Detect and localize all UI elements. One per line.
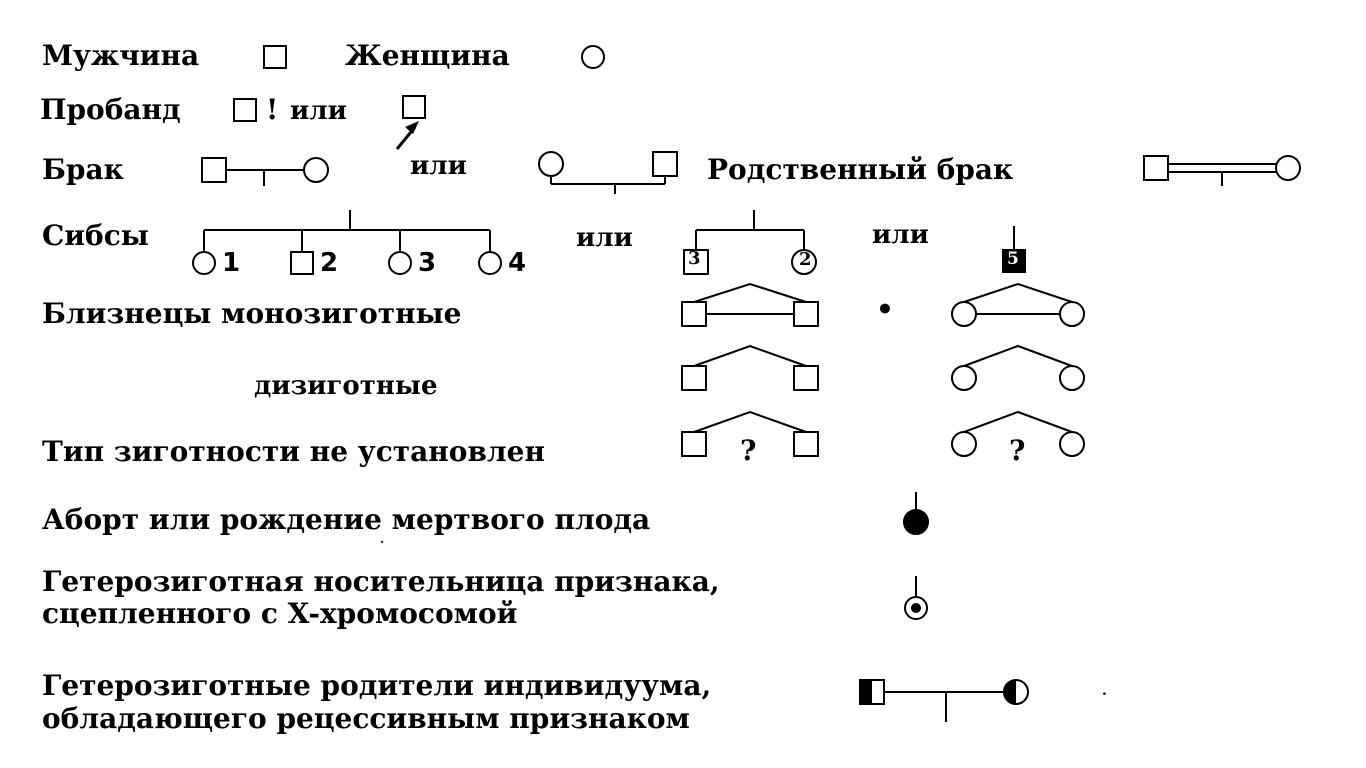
marriage-alt-symbol	[535, 148, 690, 196]
heterozygous-parents-symbol	[856, 674, 1036, 730]
twins-unknown-male-question: ?	[740, 434, 757, 467]
male-square-icon	[262, 44, 288, 70]
sib-number-2: 2	[320, 248, 339, 278]
sibs-unknown-sex-symbol	[1000, 224, 1030, 276]
proband-arrow-square-icon	[393, 94, 433, 152]
sib-number-4: 4	[508, 248, 527, 278]
twins-mono-label: Близнецы монозиготные	[42, 297, 462, 330]
marriage-symbol	[200, 150, 330, 190]
sib-number-3: 3	[418, 248, 437, 278]
consanguineous-marriage-symbol	[1142, 150, 1302, 190]
sibs-grouped-symbol	[680, 208, 830, 278]
abortion-label: Аборт или рождение мертвого плода	[42, 503, 651, 536]
bullet-dot: •	[876, 293, 894, 326]
carrier-dotted-circle-icon	[902, 574, 932, 626]
parents-label-line1: Гетерозиготные родители индивидуума,	[42, 669, 712, 702]
sibs-grouped-male-count: 3	[688, 248, 701, 269]
proband-label: Пробанд	[40, 93, 181, 126]
stray-dot-2: .	[1102, 683, 1107, 699]
female-label: Женщина	[345, 39, 510, 72]
sibs-grouped-female-count: 2	[799, 249, 812, 270]
twins-mono-female-symbol	[940, 280, 1100, 330]
proband-mark: !	[266, 93, 279, 126]
twins-di-female-symbol	[940, 342, 1100, 394]
twins-mono-male-symbol	[672, 280, 832, 330]
twins-unknown-label: Тип зиготности не установлен	[42, 435, 545, 468]
stray-dot: ·	[380, 535, 385, 549]
twins-di-male-symbol	[672, 342, 832, 394]
proband-or-label: или	[290, 96, 347, 126]
female-circle-icon	[580, 44, 606, 70]
sibs-or-label-2: или	[872, 220, 929, 250]
carrier-label-line1: Гетерозиготная носительница признака,	[42, 565, 720, 598]
parents-label-line2: обладающего рецессивным признаком	[42, 702, 690, 735]
marriage-label: Брак	[42, 153, 124, 186]
twins-unknown-female-symbol	[940, 408, 1100, 460]
consanguineous-label: Родственный брак	[707, 153, 1014, 186]
sib-number-1: 1	[222, 248, 241, 278]
twins-unknown-male-symbol	[672, 408, 832, 460]
sibs-label: Сибсы	[42, 219, 149, 252]
proband-square-icon	[232, 97, 258, 123]
male-label: Мужчина	[42, 39, 200, 72]
sibs-unknown-count: 5	[1007, 249, 1019, 269]
twins-di-label: дизиготные	[254, 371, 438, 401]
sibs-or-label-1: или	[576, 223, 633, 253]
sibship-line-symbol	[190, 208, 510, 278]
abortion-filled-circle-icon	[900, 490, 932, 540]
marriage-or-label: или	[410, 151, 467, 181]
twins-unknown-female-question: ?	[1009, 434, 1026, 467]
carrier-label-line2: сцепленного с X-хромосомой	[42, 597, 518, 630]
